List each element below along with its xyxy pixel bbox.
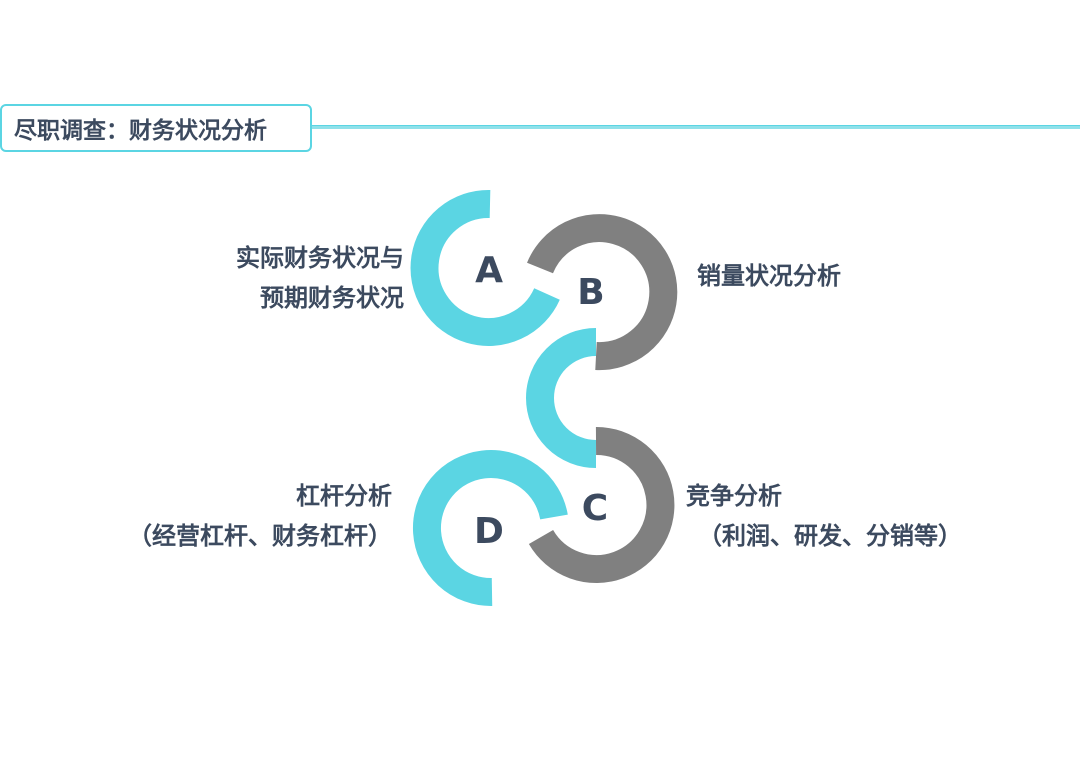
step-letter-a: A [475,250,503,291]
step-label-a: 实际财务状况与 预期财务状况 [236,238,404,318]
step-label-a-line1: 实际财务状况与 [236,244,404,272]
step-label-c-line1: 竞争分析 [686,482,782,510]
step-label-b-line1: 销量状况分析 [697,262,841,290]
step-label-a-line2: 预期财务状况 [260,284,404,312]
step-letter-d: D [474,511,504,552]
step-label-d: 杠杆分析 （经营杠杆、财务杠杆） [128,476,392,556]
page-title: 尽职调查：财务状况分析 [0,104,312,152]
step-label-d-line2: （经营杠杆、财务杠杆） [128,522,392,550]
segment-d-arc [412,450,568,607]
segment-a-arc [410,189,560,346]
step-letter-c: C [582,488,608,529]
segment-middle-arc [526,328,597,468]
step-letter-b: B [577,272,604,313]
title-underline [312,125,1080,129]
step-label-d-line1: 杠杆分析 [296,482,392,510]
step-label-c-line2: （利润、研发、分销等） [698,522,962,550]
segment-b-arc [527,214,678,371]
step-label-b: 销量状况分析 [697,256,841,296]
step-label-c: 竞争分析 （利润、研发、分销等） [686,476,962,556]
segment-c-arc [528,426,675,583]
